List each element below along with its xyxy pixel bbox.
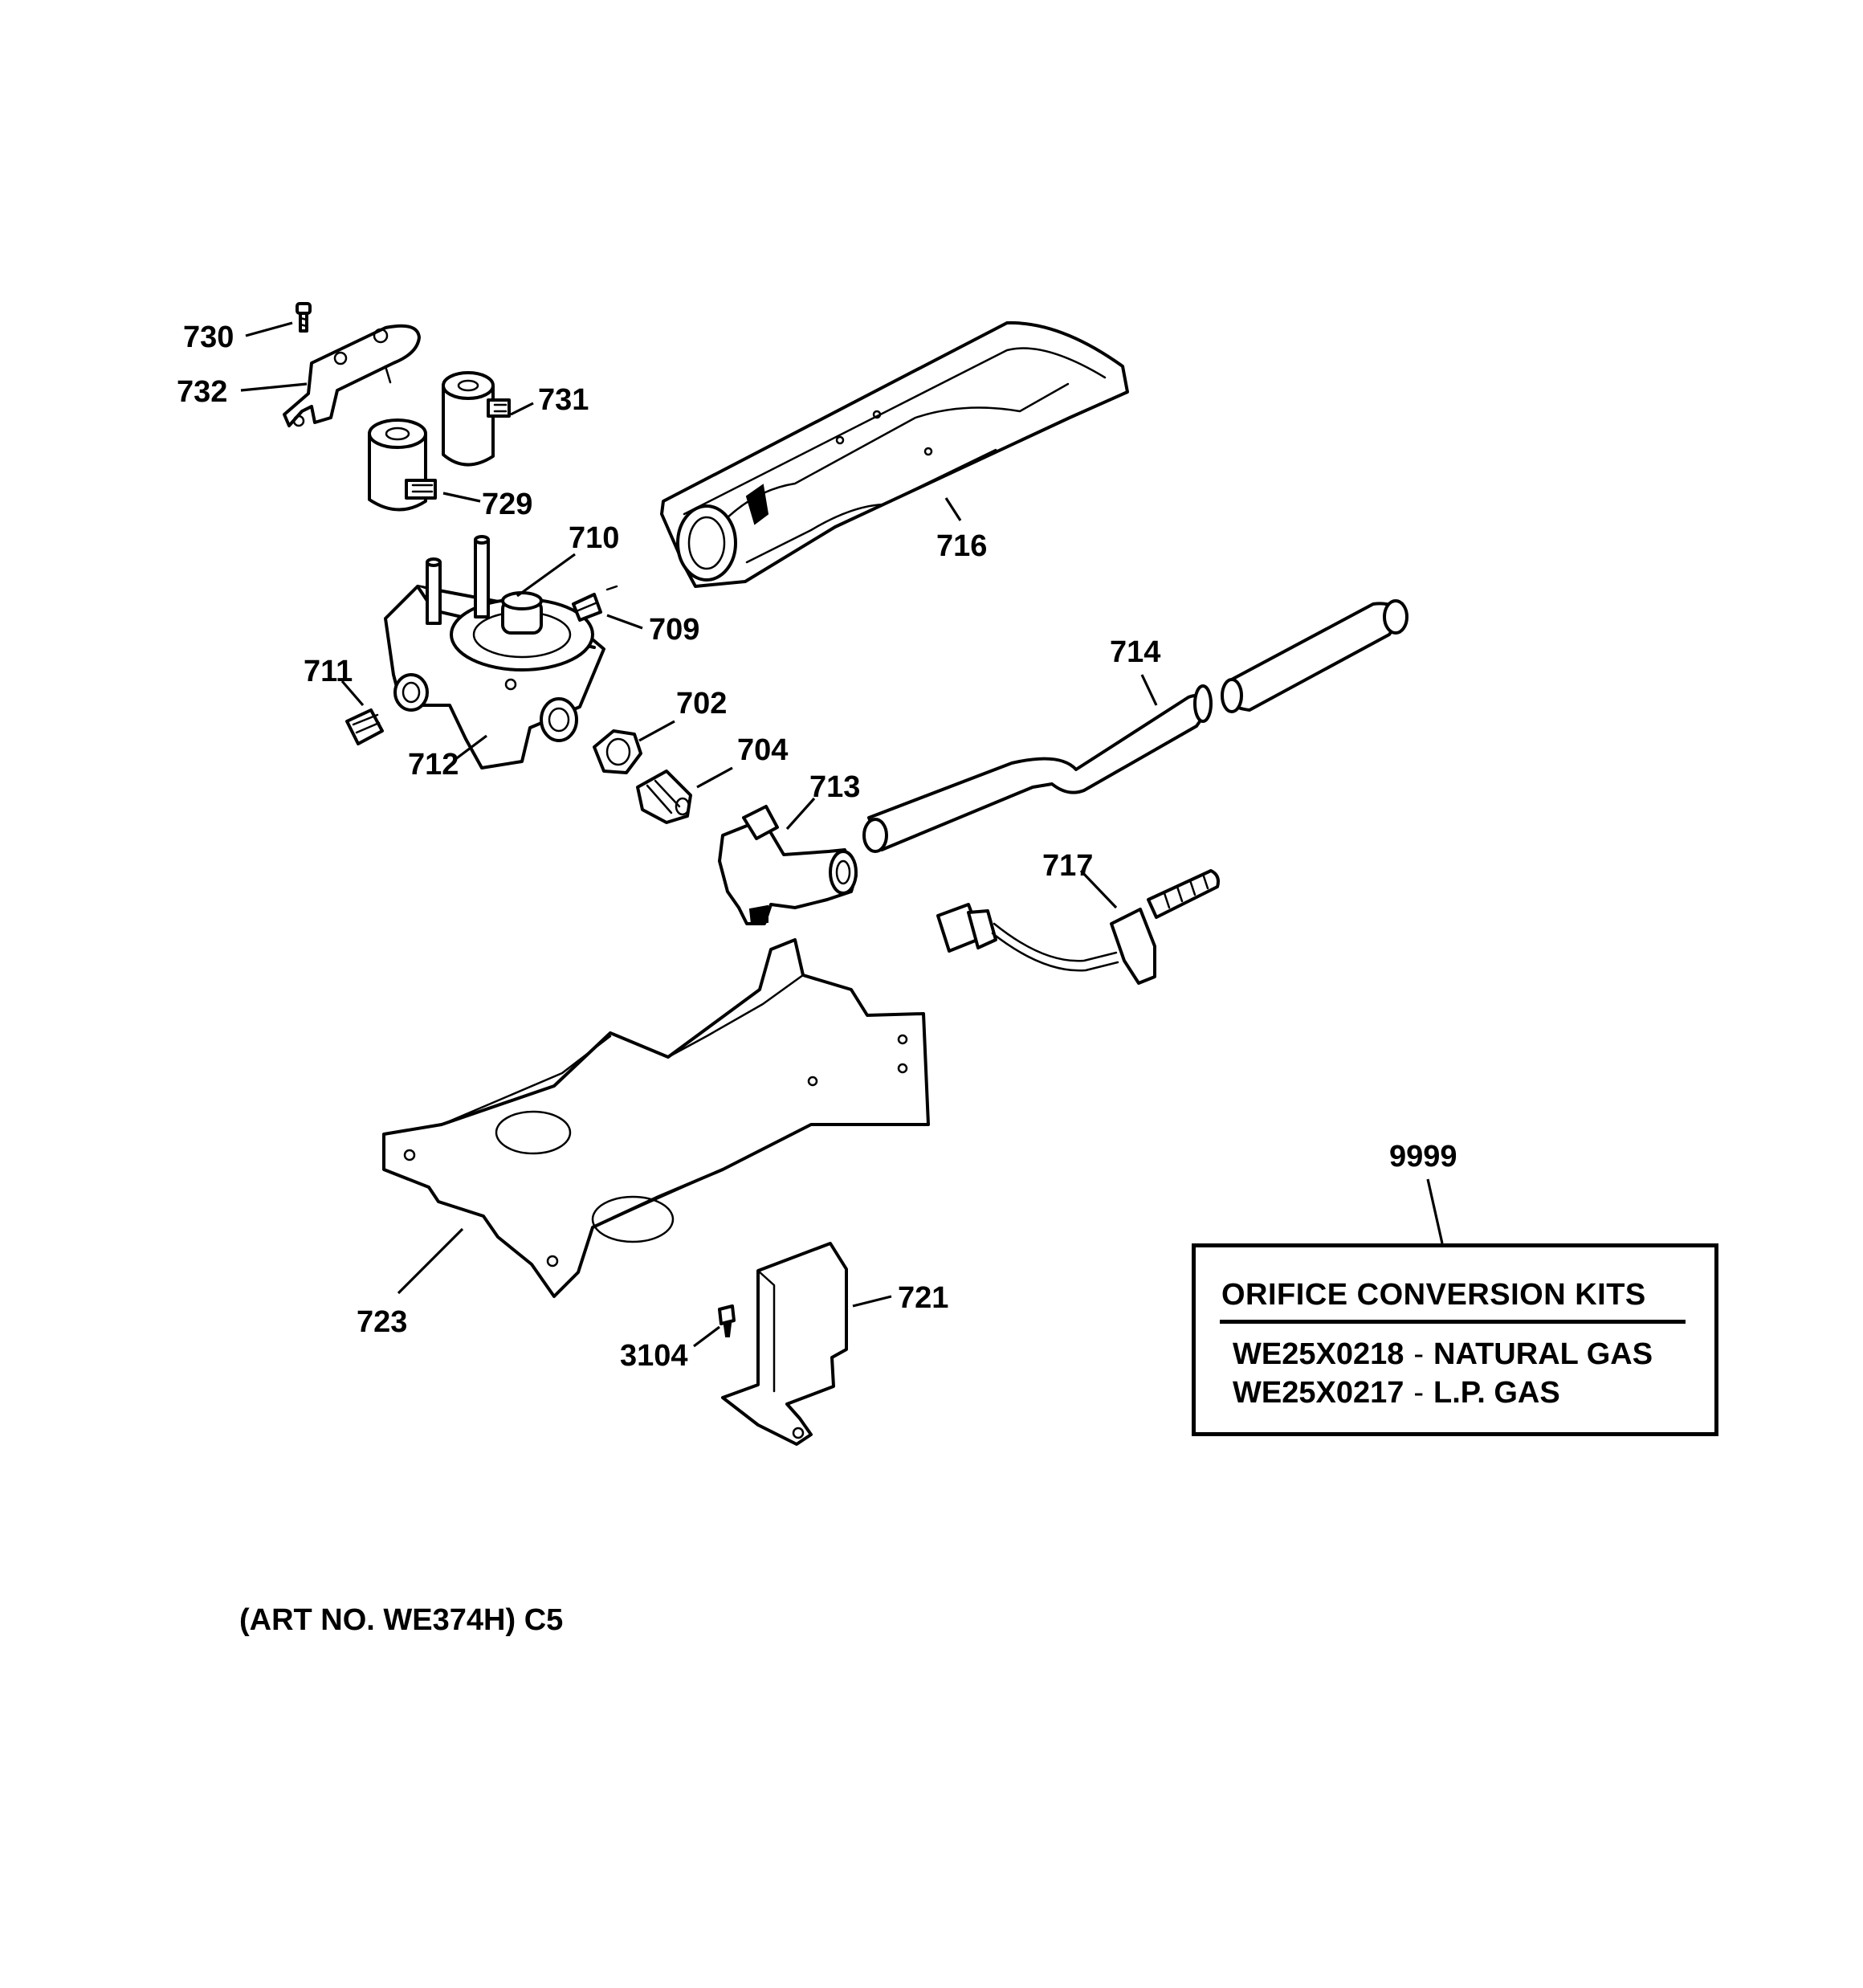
kit-row: WE25X0217-L.P. GAS bbox=[1233, 1376, 1560, 1410]
leader-716 bbox=[944, 497, 962, 521]
art-number: (ART NO. WE374H) C5 bbox=[239, 1603, 564, 1637]
label-717: 717 bbox=[1042, 849, 1093, 883]
leader-714 bbox=[1140, 674, 1158, 706]
part-730-screw bbox=[296, 302, 312, 333]
leader-711 bbox=[340, 680, 365, 707]
label-9999: 9999 bbox=[1389, 1140, 1457, 1174]
label-723: 723 bbox=[357, 1305, 407, 1339]
label-3104: 3104 bbox=[620, 1339, 688, 1373]
part-3104-screw bbox=[718, 1304, 736, 1337]
kit-description: L.P. GAS bbox=[1433, 1376, 1560, 1410]
part-702-nut bbox=[593, 729, 642, 774]
label-714: 714 bbox=[1110, 635, 1160, 669]
orifice-conversion-kits-box: ORIFICE CONVERSION KITS WE25X0218-NATURA… bbox=[1192, 1243, 1718, 1436]
part-729-coil bbox=[368, 418, 437, 512]
leader-717 bbox=[1079, 869, 1118, 909]
label-731: 731 bbox=[538, 383, 589, 417]
part-714-tube bbox=[862, 599, 1408, 853]
label-702: 702 bbox=[676, 687, 727, 720]
part-709-fitting bbox=[572, 585, 618, 622]
leader-702 bbox=[638, 720, 675, 742]
part-721-bracket bbox=[721, 1242, 848, 1446]
label-729: 729 bbox=[482, 488, 532, 521]
kit-box-underline bbox=[1220, 1320, 1686, 1324]
label-721: 721 bbox=[898, 1281, 948, 1315]
part-716-burner bbox=[660, 320, 1129, 588]
leader-731 bbox=[510, 402, 534, 416]
leader-713 bbox=[785, 797, 816, 831]
kit-row: WE25X0218-NATURAL GAS bbox=[1233, 1337, 1653, 1372]
leader-710 bbox=[516, 553, 576, 598]
leader-721 bbox=[852, 1295, 892, 1308]
part-732-bracket bbox=[283, 324, 421, 427]
leader-9999 bbox=[1426, 1178, 1444, 1244]
leader-730 bbox=[245, 321, 293, 337]
part-717-igniter bbox=[936, 869, 1220, 985]
kit-description: NATURAL GAS bbox=[1433, 1337, 1653, 1371]
leader-729 bbox=[442, 492, 481, 503]
label-709: 709 bbox=[649, 613, 699, 647]
part-711-plug bbox=[345, 708, 384, 745]
leader-723 bbox=[397, 1227, 464, 1295]
label-712: 712 bbox=[408, 748, 459, 782]
kit-part-number: WE25X0217 bbox=[1233, 1376, 1404, 1410]
kit-separator: - bbox=[1413, 1337, 1425, 1371]
label-713: 713 bbox=[809, 770, 860, 804]
kit-separator: - bbox=[1413, 1376, 1425, 1410]
leader-709 bbox=[606, 614, 643, 630]
part-713-shutoff-valve bbox=[718, 805, 858, 925]
kit-part-number: WE25X0218 bbox=[1233, 1337, 1404, 1371]
part-704-orifice bbox=[636, 769, 692, 824]
leader-732 bbox=[240, 382, 308, 392]
part-712-valve bbox=[384, 535, 605, 769]
label-730: 730 bbox=[183, 320, 234, 354]
part-723-bracket bbox=[382, 938, 930, 1298]
label-716: 716 bbox=[936, 529, 987, 563]
leader-704 bbox=[696, 766, 733, 789]
leader-712 bbox=[454, 734, 487, 761]
label-704: 704 bbox=[737, 733, 788, 767]
label-732: 732 bbox=[177, 375, 227, 409]
part-731-coil bbox=[442, 371, 511, 467]
leader-3104 bbox=[693, 1325, 720, 1348]
label-710: 710 bbox=[569, 521, 619, 555]
label-711: 711 bbox=[304, 655, 353, 688]
kit-box-title: ORIFICE CONVERSION KITS bbox=[1221, 1278, 1646, 1312]
